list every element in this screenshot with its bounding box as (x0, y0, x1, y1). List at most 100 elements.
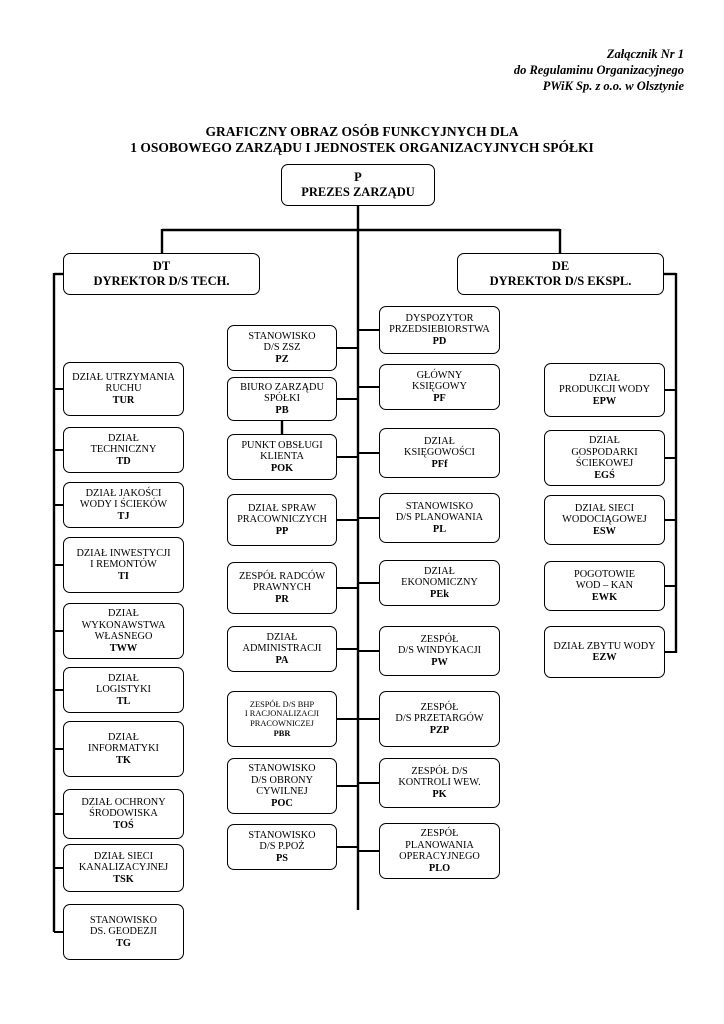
title-line-1: GRAFICZNY OBRAZ OSÓB FUNKCYJNYCH DLA (205, 124, 519, 139)
page-title: GRAFICZNY OBRAZ OSÓB FUNKCYJNYCH DLA 1 O… (0, 124, 724, 156)
unit-code: POC (271, 797, 293, 809)
unit-code: PFf (431, 458, 448, 470)
unit-name-line: DS. GEODEZJI (90, 926, 157, 938)
unit-code: PF (433, 392, 446, 404)
unit-name-line: DZIAŁ SIECI (93, 850, 154, 862)
unit-name-line: BIURO ZARZĄDU (240, 381, 324, 393)
unit-name-line: PRACOWNICZYCH (237, 514, 327, 526)
unit-name-line: PUNKT OBSŁUGI (241, 439, 323, 451)
unit-code: TI (118, 570, 129, 582)
unit-name-line: D/S OBRONY (250, 774, 314, 786)
unit-name-line: DZIAŁ (108, 672, 139, 684)
unit-name-line: I RACJONALIZACJI (244, 709, 320, 719)
unit-code: PD (432, 335, 447, 347)
unit-name-line: ZESPÓŁ (420, 828, 459, 839)
unit-code: ESW (593, 525, 616, 537)
unit-name-line: PLANOWANIA (405, 839, 474, 851)
unit-code: TOŚ (113, 819, 134, 831)
unit-name-line: KONTROLI WEW. (398, 777, 481, 789)
unit-name-line: D/S WINDYKACJI (397, 645, 482, 657)
unit-name-line: GŁÓWNY (416, 369, 463, 381)
unit-code: EGŚ (594, 469, 615, 481)
unit-code: PLO (428, 862, 451, 874)
unit-name-line: GOSPODARKI (571, 446, 638, 458)
unit-code: PZ (275, 353, 289, 365)
unit-code: PZP (429, 724, 450, 736)
unit-name-line: DZIAŁ SPRAW (247, 502, 317, 514)
unit-name-line: PRODUKCJI WODY (558, 384, 651, 396)
header-line: PWiK Sp. z o.o. w Olsztynie (542, 79, 684, 93)
president-code: P (354, 170, 362, 184)
unit-code: TUR (112, 394, 135, 406)
unit-code: PA (275, 654, 289, 666)
unit-code: TK (116, 754, 131, 766)
unit-name-line: I REMONTÓW (90, 559, 157, 571)
unit-code: TD (116, 455, 131, 467)
unit-code: PBR (273, 728, 291, 738)
unit-name-line: OPERACYJNEGO (399, 851, 480, 862)
unit-name-line: SPÓŁKI (263, 393, 301, 405)
unit-name-line: WODY I ŚCIEKÓW (79, 499, 168, 511)
unit-name-line: POGOTOWIE (573, 568, 635, 580)
unit-name-line: DZIAŁ (424, 435, 455, 447)
unit-name-line: D/S PLANOWANIA (395, 512, 484, 524)
unit-code: EWK (591, 591, 618, 603)
unit-code: EPW (592, 395, 617, 407)
unit-name-line: DZIAŁ OCHRONY (81, 796, 166, 808)
header-line: do Regulaminu Organizacyjnego (513, 63, 684, 77)
technical-director-code: DT (152, 259, 171, 273)
president-box: P PREZES ZARZĄDU (281, 164, 435, 206)
unit-name-line: ADMINISTRACJI (242, 643, 322, 655)
unit-code: TG (116, 937, 131, 949)
unit-name-line: ZESPÓŁ (420, 633, 459, 645)
unit-code: PP (275, 525, 289, 537)
attachment-header: Załącznik Nr 1 do Regulaminu Organizacyj… (514, 46, 684, 94)
unit-name-line: STANOWISKO (405, 500, 474, 512)
unit-name-line: DZIAŁ SIECI (574, 502, 635, 514)
unit-name-line: ŚCIEKOWEJ (575, 458, 634, 469)
unit-name-line: WOD – KAN (575, 580, 634, 592)
unit-name-line: ŚRODOWISKA (89, 808, 158, 820)
unit-name-line: ZESPÓŁ (420, 701, 459, 713)
unit-name-line: PRAWNYCH (252, 582, 312, 594)
unit-name-line: D/S P.POŻ (259, 841, 305, 853)
unit-name-line: DZIAŁ JAKOŚCI (85, 487, 162, 499)
unit-code: PEk (430, 588, 449, 600)
unit-name-line: LOGISTYKI (96, 684, 151, 696)
title-line-2: 1 OSOBOWEGO ZARZĄDU I JEDNOSTEK ORGANIZA… (130, 140, 594, 155)
unit-name-line: EKONOMICZNY (401, 577, 478, 589)
unit-name-line: TECHNICZNY (90, 444, 157, 456)
operations-director-name: DYREKTOR D/S EKSPL. (489, 274, 632, 288)
unit-name-line: KSIĘGOWY (412, 381, 467, 393)
unit-name-line: DZIAŁ (108, 731, 139, 743)
unit-name-line: DZIAŁ (589, 372, 620, 384)
unit-code: TL (116, 695, 131, 707)
operations-director-code: DE (551, 259, 570, 273)
